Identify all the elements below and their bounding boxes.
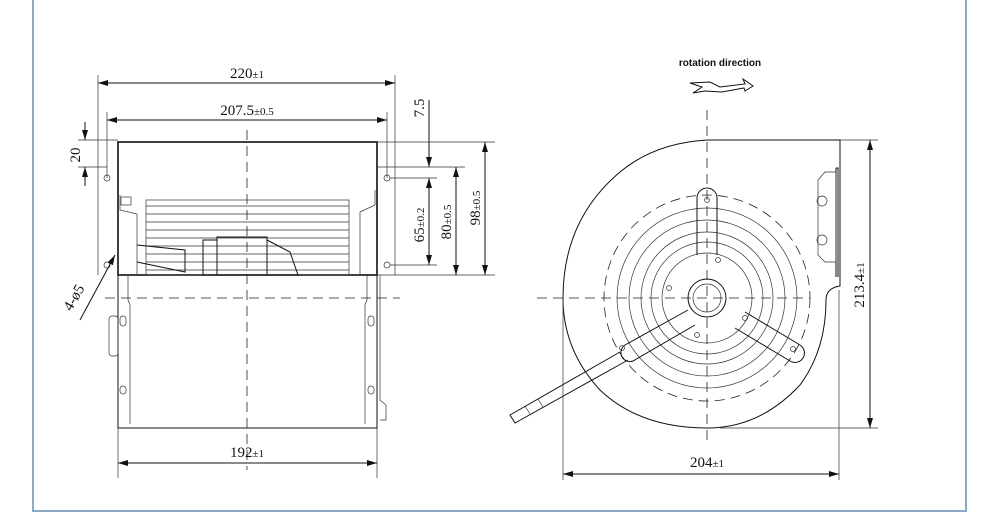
dim-front-height: 213.4±1 bbox=[852, 262, 868, 307]
side-view: 220±1 207.5±0.5 20 7.5 65±0.2 80±0.5 98±… bbox=[61, 66, 495, 478]
dim-overall-width: 220±1 bbox=[230, 66, 264, 82]
dim-height: 98±0.5 bbox=[468, 190, 484, 225]
dim-hole-top-offset: 7.5 bbox=[412, 99, 428, 118]
rotation-arrow-icon bbox=[689, 77, 754, 94]
dim-bottom-width: 192±1 bbox=[230, 445, 264, 461]
dim-holes: 4-ø5 bbox=[61, 282, 89, 314]
drawing-frame bbox=[32, 0, 967, 512]
dim-top-offset: 20 bbox=[68, 148, 84, 163]
dim-hole-vertical: 65±0.2 bbox=[412, 208, 428, 243]
front-view: rotation direction bbox=[509, 58, 878, 480]
dim-front-width: 204±1 bbox=[690, 455, 724, 471]
dim-flange-height: 80±0.5 bbox=[439, 204, 455, 239]
dim-hole-spacing: 207.5±0.5 bbox=[220, 103, 274, 119]
rotation-direction-label: rotation direction bbox=[679, 58, 761, 69]
